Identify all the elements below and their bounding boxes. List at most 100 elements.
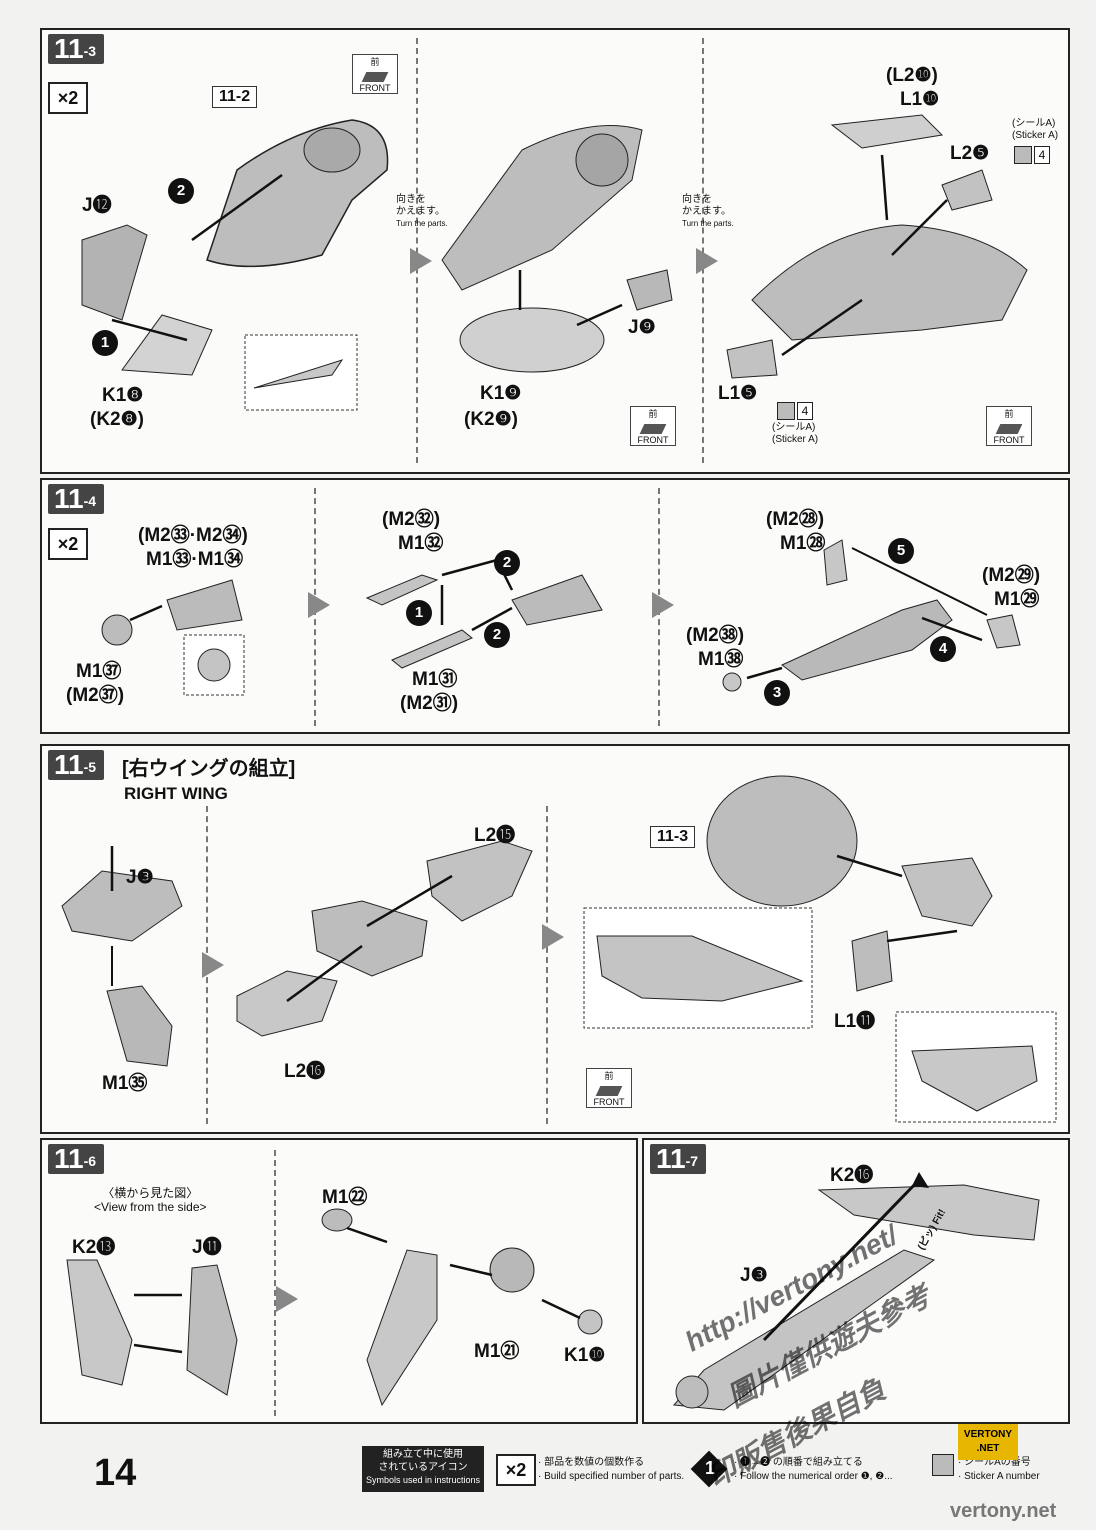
step-major: 11 <box>54 483 84 514</box>
wing-blade-part <box>366 1249 438 1407</box>
step-minor: -5 <box>83 759 97 775</box>
part-label-l1-11: L1⓫ <box>834 1011 876 1032</box>
arrow-head-icon <box>912 1172 929 1188</box>
detail-callout-box <box>244 334 358 411</box>
part-label-m1-28: M1㉘ <box>780 533 826 554</box>
part-label-k28: (K2❽) <box>90 409 144 430</box>
quantity-x2-badge: ×2 <box>48 82 88 114</box>
step-number: 11-4 <box>48 483 105 514</box>
sticker-legend-icon <box>932 1454 954 1476</box>
assembly-illustration <box>66 1208 603 1407</box>
step-arrow-icon <box>542 924 564 950</box>
x2-legend-text: · 部品を数値の個数作る · Build specified number of… <box>538 1456 684 1484</box>
arrow-line <box>880 154 889 221</box>
arrow-line <box>366 874 453 928</box>
arrow-line <box>836 854 903 878</box>
arrow-line <box>129 604 163 622</box>
thruster-part <box>575 133 629 187</box>
front-en-label: FRONT <box>359 83 391 93</box>
side-view-en: <View from the side> <box>94 1200 207 1214</box>
turn-parts-note: 向きを かえます。 Turn the parts. <box>396 194 448 230</box>
page-number: 14 <box>94 1452 137 1494</box>
sticker-note: (シールA) (Sticker A) <box>772 422 818 446</box>
step-arrow-icon <box>410 248 432 274</box>
turn-jp-line1: 向きを <box>682 194 712 205</box>
l1-11-part <box>851 930 893 992</box>
step-11-4-panel: 11-4 ×2 (M2㉝·M2㉞) M1㉝·M1㉞ M1㊲ (M2㊲) (M2㉜… <box>40 478 1070 734</box>
m1-38-part <box>722 672 742 692</box>
front-jp-label: 前 <box>1004 409 1014 419</box>
step-number: 11-3 <box>48 34 105 64</box>
sticker-icon <box>1014 146 1032 164</box>
part-label-k18: K1❽ <box>102 385 144 406</box>
j9-part <box>626 269 673 311</box>
watermark-badge-line2: .NET <box>976 1443 1000 1454</box>
m1-31-part <box>391 629 473 669</box>
sticker-legend-text: · シールAの番号 · Sticker A number <box>958 1456 1040 1484</box>
assembly-illustration <box>101 539 1021 696</box>
step-11-7-panel: 11-7 K2⓰ J❸ (ピッ) Fit! <box>642 1138 1070 1424</box>
m1-29-part <box>986 614 1021 649</box>
front-jp-label: 前 <box>370 57 380 67</box>
front-direction-icon: 前 FRONT <box>586 1068 632 1108</box>
step-divider <box>274 1150 276 1416</box>
step-number: 11-7 <box>650 1143 707 1174</box>
step-minor: -7 <box>685 1153 699 1169</box>
assembly-illustration <box>61 775 1057 1123</box>
watermark-badge-line1: VERTONY <box>963 1429 1013 1440</box>
m1-32-part <box>365 574 439 606</box>
step-number: 11-6 <box>48 1143 105 1174</box>
right-body-part <box>751 224 1028 341</box>
sticker-jp: (シールA) <box>1012 118 1056 129</box>
arrow-line <box>191 173 283 242</box>
step-title-jp: [右ウイングの組立] <box>122 758 296 780</box>
step-major: 11 <box>656 1143 686 1174</box>
frame-part <box>672 1249 936 1411</box>
k2-13-part <box>66 1259 133 1386</box>
l1-5-part <box>726 339 778 379</box>
part-label-l110: L1❿ <box>900 89 940 110</box>
reference-step-box: 11-3 <box>650 826 696 848</box>
step-arrow-icon <box>276 1286 298 1312</box>
backpack-body-part <box>206 119 389 268</box>
watermark-badge: VERTONY .NET <box>958 1424 1018 1460</box>
m1-35-part <box>106 985 173 1067</box>
arrow-line <box>346 1226 388 1244</box>
order-2-marker: 2 <box>484 622 510 648</box>
reference-step-box: 11-2 <box>212 86 258 108</box>
step-major: 11 <box>54 1143 84 1174</box>
part-label-m1-31: M1㉛ <box>412 669 458 690</box>
sticker-en: (Sticker A) <box>1012 130 1059 141</box>
thruster-part <box>511 574 603 626</box>
sticker-legend-jp: · シールAの番号 <box>958 1457 1031 1468</box>
step-11-3-panel: 11-3 ×2 前 FRONT 11-2 <box>40 28 1070 474</box>
step-arrow-icon <box>652 592 674 618</box>
assembly-illustration <box>672 1172 1040 1411</box>
wing-center-part <box>311 900 428 977</box>
arrow-line <box>921 616 983 642</box>
l1-10-part <box>830 114 944 149</box>
step-minor: -4 <box>83 493 97 509</box>
detail-part <box>596 935 804 1002</box>
arrow-line <box>286 944 363 1003</box>
arrow-line <box>891 199 948 256</box>
side-view-note: 〈横から見た図〉 <View from the side> <box>94 1186 207 1214</box>
part-label-k1-10: K1❿ <box>564 1345 606 1366</box>
front-en-label: FRONT <box>637 435 669 445</box>
part-label-k29: (K2❾) <box>464 409 518 430</box>
order-3-marker: 3 <box>764 680 790 706</box>
l2-16-part <box>236 970 338 1037</box>
m1-37-part <box>101 614 133 646</box>
part-label-m2-37: (M2㊲) <box>66 685 125 706</box>
arrow-icon <box>639 424 667 434</box>
order-1-marker: 1 <box>92 330 118 356</box>
part-label-j12: J⓬ <box>82 195 112 216</box>
sticker-note: (シールA) (Sticker A) <box>1012 118 1058 142</box>
order-1-marker: 1 <box>406 600 432 626</box>
m1-22-part <box>321 1208 353 1232</box>
order-legend-en: · Follow the numerical order ❶, ❷... <box>734 1471 893 1482</box>
step-11-6-panel: 11-6 〈横から見た図〉 <View from the side> K2⓭ J… <box>40 1138 638 1424</box>
arrow-line <box>541 1298 581 1320</box>
detail-part <box>253 359 344 389</box>
sticker-number-box: 4 <box>1034 146 1050 164</box>
